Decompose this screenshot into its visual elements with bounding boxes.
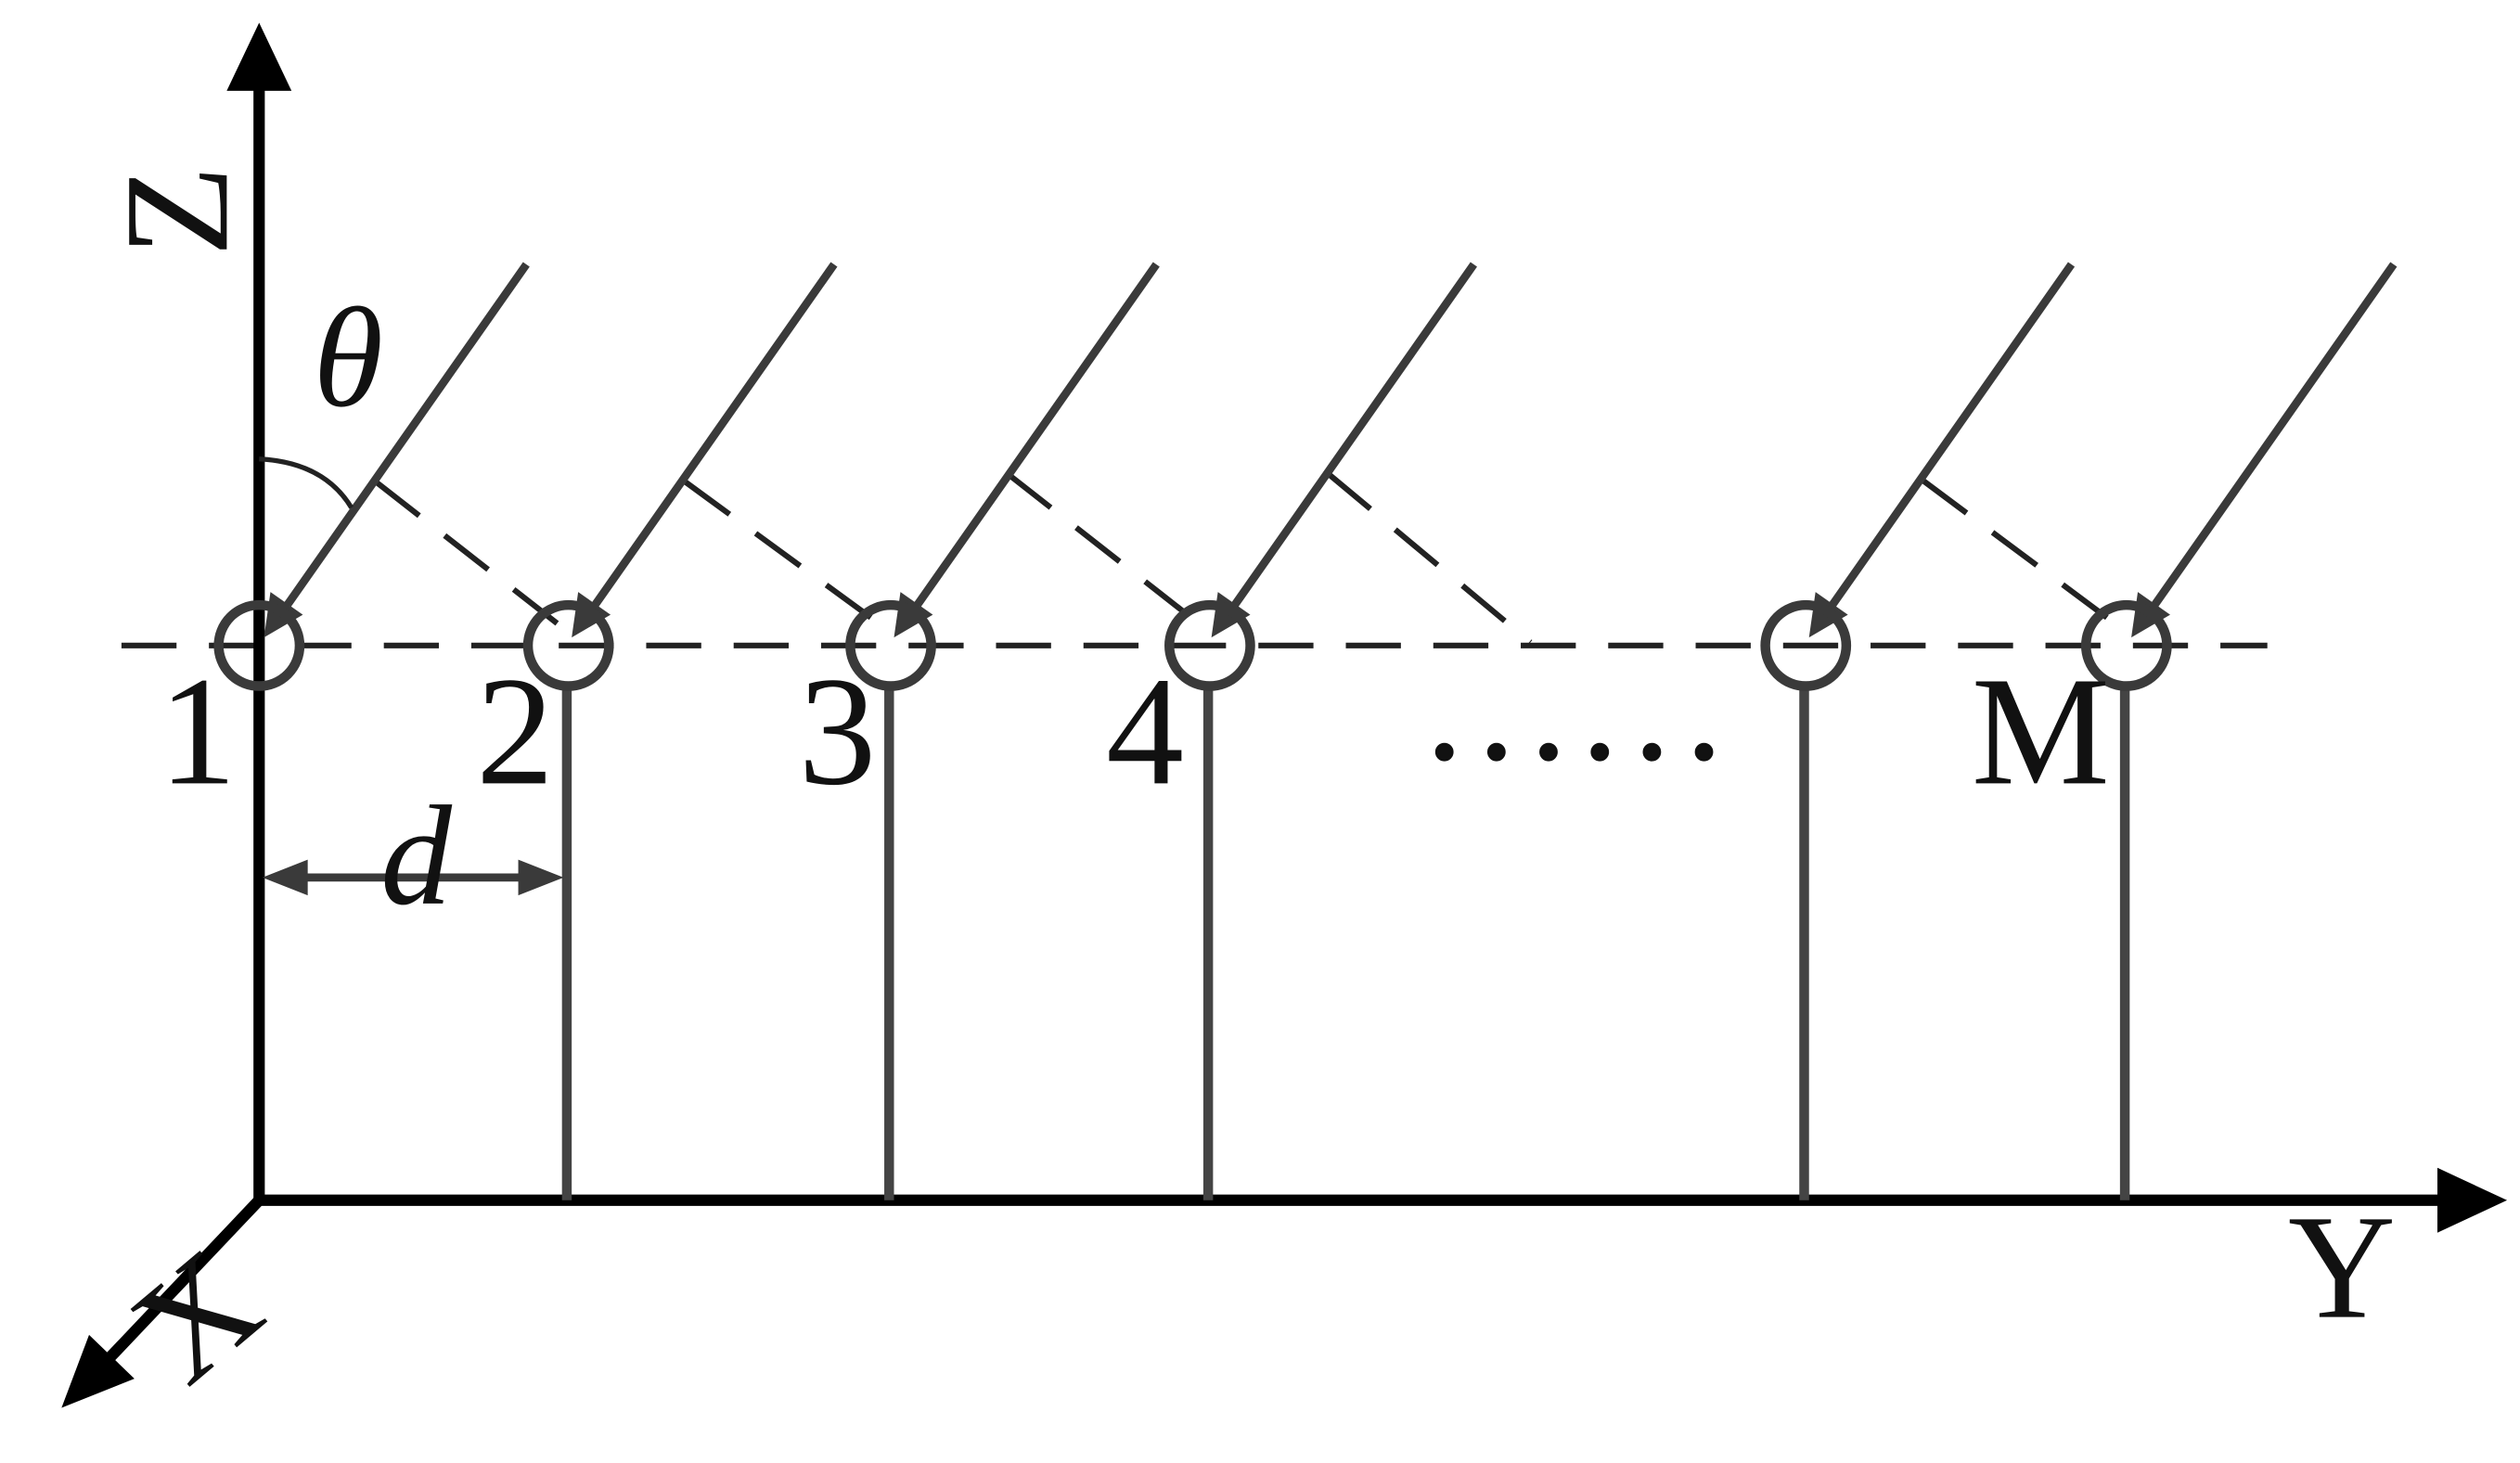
element-label-m: M (1972, 646, 2110, 817)
wavefront-5 (1921, 478, 2127, 634)
theta-angle-arc (259, 456, 354, 509)
incident-ray-4 (1228, 262, 1477, 611)
x-axis-arrowhead (61, 1334, 135, 1408)
incident-ray-5 (1826, 262, 2076, 611)
y-axis-arrowhead (2436, 1167, 2508, 1233)
element-label-3: 3 (799, 646, 877, 817)
wavefront-2 (683, 479, 892, 634)
wavefront-4 (1326, 471, 1533, 645)
y-axis-label: Y (2288, 1185, 2396, 1350)
x-axis-label: X (102, 1218, 290, 1414)
array-element-1 (213, 599, 305, 691)
spacing-left-arrowhead (262, 859, 308, 896)
wavefront-1 (374, 479, 569, 634)
incident-ray-2 (589, 262, 838, 611)
wavefront-3 (1005, 471, 1211, 634)
z-axis-arrowhead (226, 22, 292, 91)
element-label-4: 4 (1106, 646, 1184, 817)
array-element-m (2080, 599, 2172, 691)
array-element-4 (1164, 599, 1255, 691)
incident-ray-3 (911, 262, 1160, 611)
spacing-right-arrowhead (518, 859, 564, 896)
x-axis (99, 1194, 265, 1368)
incident-ray-1 (281, 262, 530, 611)
z-axis-label: Z (94, 165, 259, 256)
array-element-5 (1760, 599, 1852, 691)
element-label-1: 1 (159, 646, 237, 817)
ellipsis-label: …… (1419, 622, 1729, 793)
spacing-label: d (380, 777, 453, 935)
theta-label: θ (314, 279, 383, 437)
incident-ray-m (2149, 262, 2398, 611)
array-element-3 (845, 599, 936, 691)
array-element-2 (522, 599, 614, 691)
element-label-2: 2 (476, 646, 554, 817)
